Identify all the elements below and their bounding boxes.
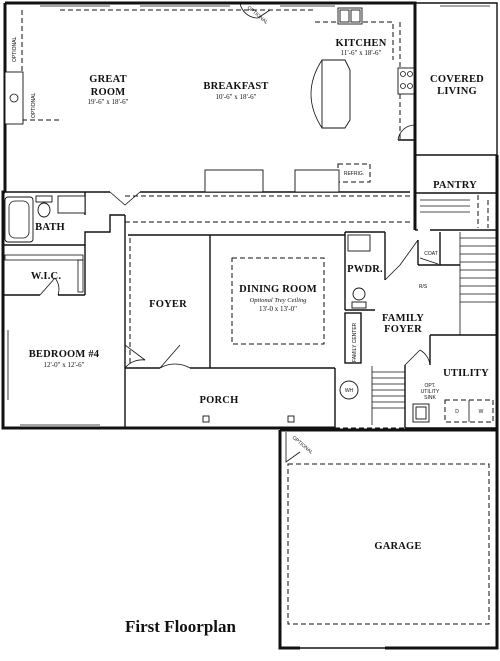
opt-utility-sink-2: UTILITY [421, 389, 440, 395]
optional-label-left-top: OPTIONAL [12, 36, 18, 62]
garage-label: GARAGE [374, 541, 421, 552]
interior-walls [3, 139, 497, 429]
bath-label: BATH [35, 222, 65, 233]
opt-utility-sink-3: SINK [424, 395, 436, 401]
covered-living-label: COVERED [430, 74, 484, 85]
foyer-label: FOYER [149, 299, 187, 310]
optional-label-garage: OPTIONAL [291, 435, 314, 456]
family-foyer-label: FAMILY [382, 313, 424, 324]
bedroom4-dims: 12'-0" x 12'-6" [44, 361, 85, 369]
wic-label: W.I.C. [31, 271, 61, 282]
optional-label-left-mid: OPTIONAL [31, 92, 37, 118]
great-room-dims: 19'-6" x 18'-6" [88, 98, 129, 106]
floorplan-title: First Floorplan [125, 617, 237, 636]
pantry-label: PANTRY [433, 180, 477, 191]
washer-label: W [479, 409, 484, 415]
coat-label: COAT [424, 251, 438, 257]
bedroom4-label: BEDROOM #4 [29, 349, 100, 360]
stairs [371, 366, 405, 425]
refrig-label: REFRIG. [344, 171, 364, 177]
doors [39, 2, 431, 463]
opt-utility-sink-1: OPT. [424, 383, 435, 389]
fixtures [4, 7, 497, 425]
wh-label: WH [345, 388, 354, 394]
kitchen-label: KITCHEN [336, 38, 387, 49]
utility-label: UTILITY [443, 368, 489, 379]
breakfast-label: BREAKFAST [203, 81, 268, 92]
breakfast-dims: 10'-6" x 18'-6" [216, 93, 257, 101]
room-labels: GREAT ROOM 19'-6" x 18'-6" BREAKFAST 10'… [29, 38, 489, 552]
dining-room-label: DINING ROOM [239, 284, 317, 295]
dining-room-dims: 13'-0 x 13'-0" [259, 305, 297, 313]
covered-living-label-2: LIVING [437, 86, 477, 97]
dining-room-note: Optional Trey Ceiling [250, 297, 308, 304]
porch-label: PORCH [200, 395, 239, 406]
windows [7, 5, 490, 426]
kitchen-dims: 11'-6" x 18'-6" [341, 49, 382, 57]
powder-label: PWDR. [347, 264, 383, 275]
stairs-right [420, 199, 497, 335]
family-foyer-label-2: FOYER [384, 324, 422, 335]
rs-label: R/S [419, 284, 428, 290]
dryer-label: D [455, 409, 459, 415]
great-room-label: GREAT [89, 74, 127, 85]
family-center-label: FAMILY CENTER [352, 322, 358, 362]
great-room-label-2: ROOM [91, 87, 126, 98]
